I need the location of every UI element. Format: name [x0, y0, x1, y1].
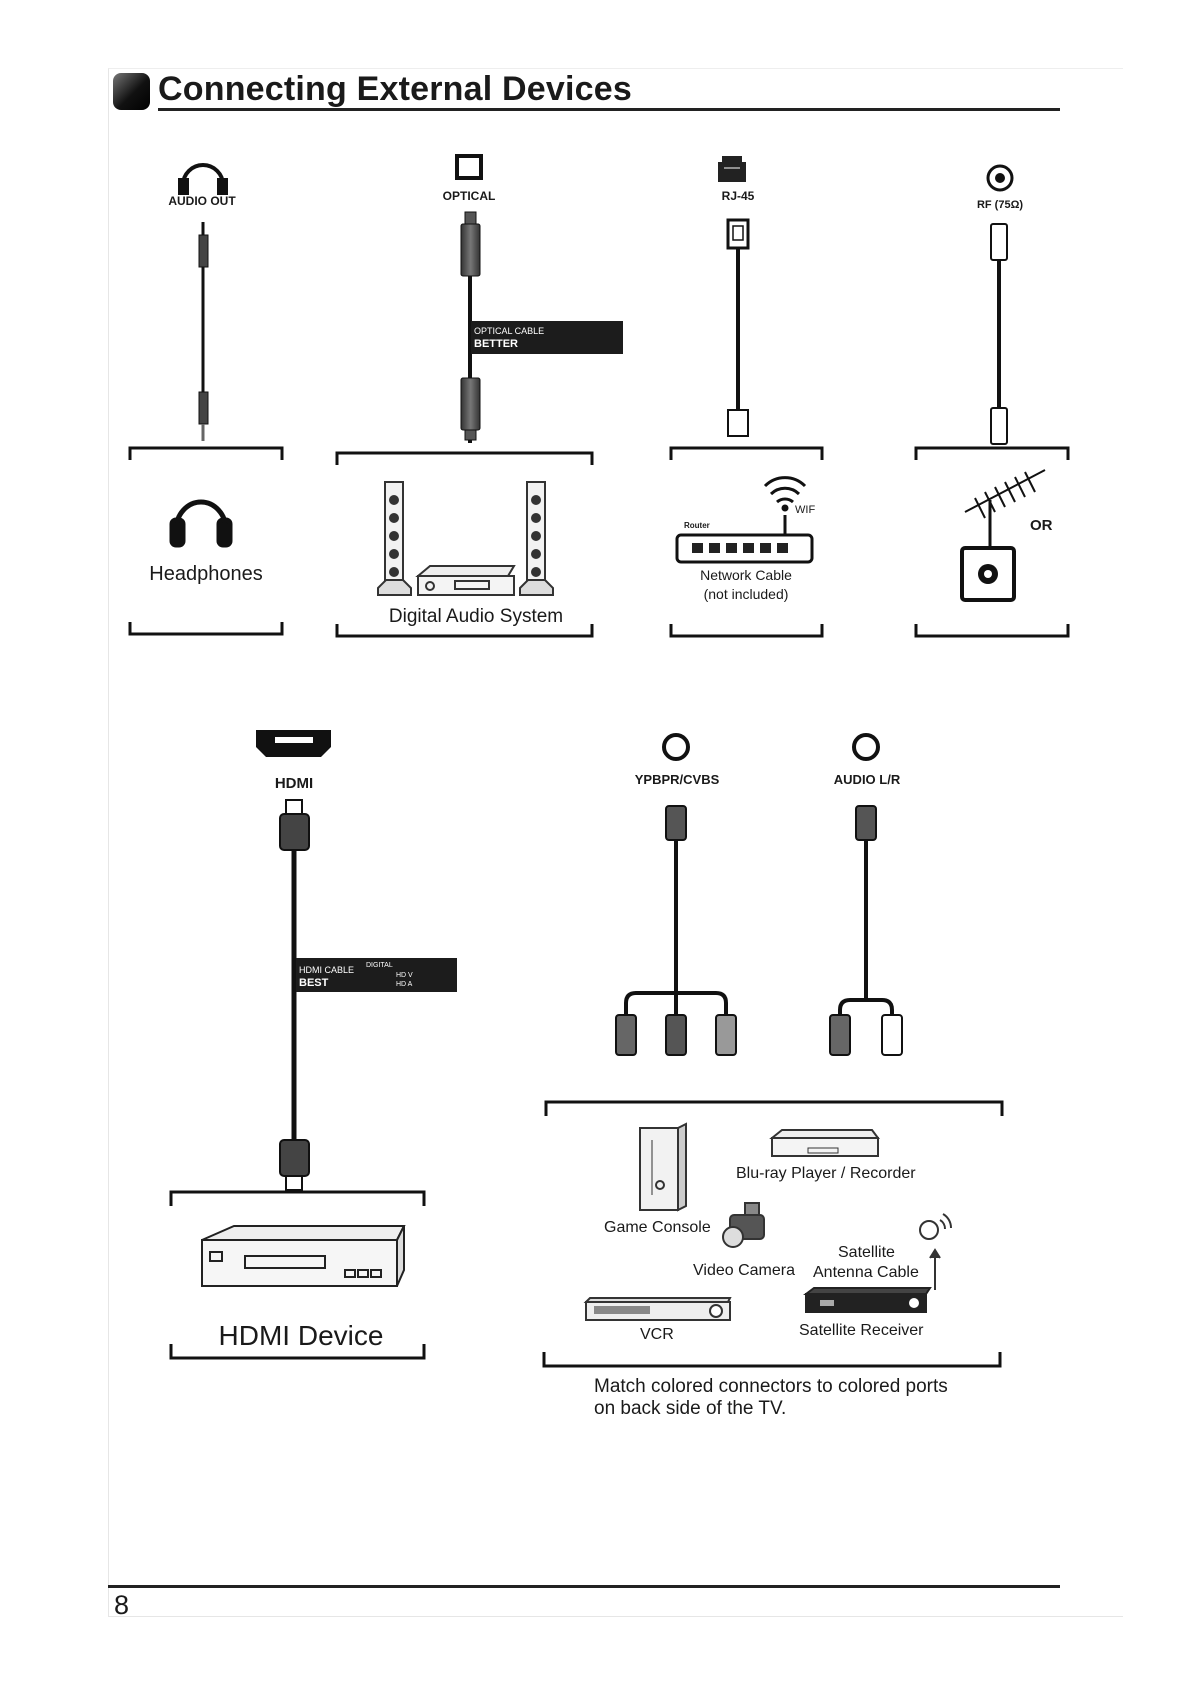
- hdmi-device-icon: [201, 1225, 406, 1287]
- av-bracket-top: [544, 1100, 1004, 1116]
- headphones-bracket-top: [128, 446, 284, 460]
- digital-audio-bracket-bottom: [335, 624, 594, 638]
- hdmi-port-icon: [256, 730, 331, 757]
- antenna-icon: [964, 469, 1046, 548]
- example-satellite: Satellite: [838, 1244, 895, 1261]
- headphone-cable: [198, 222, 209, 441]
- hdmi-bracket-bottom: [169, 1344, 426, 1360]
- title-rule: [158, 108, 1060, 111]
- speaker-right-icon: [519, 481, 554, 596]
- example-game-console: Game Console: [604, 1219, 711, 1236]
- rf-bracket-top: [914, 446, 1070, 460]
- example-bluray-player: Blu-ray Player / Recorder: [736, 1165, 916, 1182]
- hdmi-cable-tag: HDMI CABLE BEST DIGITAL HD V HD A: [296, 958, 457, 992]
- optical-cable: [460, 211, 481, 443]
- example-video-camera: Video Camera: [693, 1262, 795, 1279]
- ethernet-port-icon: [718, 156, 746, 182]
- ypbpr-port-icon: [662, 733, 690, 761]
- av-bracket-bottom: [542, 1352, 1002, 1368]
- network-bracket-top: [669, 446, 824, 460]
- device-label-headphones: Headphones: [149, 563, 263, 585]
- port-label-audio-lr: AUDIO L/R: [833, 772, 901, 787]
- page-number: 8: [114, 1590, 130, 1620]
- network-bracket-bottom: [669, 624, 824, 638]
- wifi-icon: [763, 476, 807, 512]
- page-frame: [108, 68, 1123, 1617]
- wall-socket-icon: [960, 546, 1016, 602]
- rf-bracket-bottom: [914, 624, 1070, 638]
- port-label-audio-out: AUDIO OUT: [168, 194, 236, 208]
- device-label-network-cable: Network Cable: [700, 567, 792, 583]
- satellite-dish-icon: [919, 1213, 953, 1290]
- audio-lr-port-icon: [852, 733, 880, 761]
- color-match-note-line-2: on back side of the TV.: [594, 1398, 787, 1419]
- port-label-hdmi: HDMI: [274, 775, 314, 792]
- example-satellite-receiver: Satellite Receiver: [799, 1322, 924, 1339]
- wifi-label: WIF: [795, 504, 816, 516]
- hdmi-cable-tag-spec-digital: DIGITAL: [366, 962, 393, 969]
- color-match-note-line-1: Match colored connectors to colored port…: [594, 1376, 948, 1397]
- hdmi-cable: [279, 799, 310, 1191]
- section-marker-icon: [113, 73, 150, 110]
- optical-cable-tag-rating: BETTER: [474, 338, 518, 350]
- example-vcr: VCR: [640, 1326, 674, 1343]
- coax-cable: [990, 223, 1008, 445]
- component-cable: [615, 805, 737, 1056]
- av-receiver-icon: [415, 565, 516, 596]
- audio-lr-cable: [829, 805, 903, 1056]
- digital-audio-bracket-top: [335, 451, 594, 465]
- headphone-port-icon: [178, 163, 228, 195]
- port-label-rj45: RJ-45: [721, 189, 755, 203]
- port-label-rf: RF (75Ω): [976, 199, 1024, 211]
- speaker-left-icon: [377, 481, 412, 596]
- port-label-optical: OPTICAL: [442, 189, 496, 203]
- hdmi-cable-tag-type: HDMI CABLE: [299, 965, 355, 975]
- color-match-note: Match colored connectors to colored port…: [594, 1376, 948, 1420]
- bluray-player-icon: [769, 1129, 880, 1157]
- router-label: Router: [684, 521, 710, 530]
- video-camera-icon: [722, 1202, 765, 1248]
- device-label-not-included: (not included): [703, 586, 789, 602]
- hdmi-cable-tag-spec-audio: HD A: [396, 981, 413, 988]
- hdmi-cable-tag-rating: BEST: [299, 977, 329, 989]
- optical-cable-tag: OPTICAL CABLE BETTER: [471, 321, 623, 354]
- rf-port-icon: [986, 164, 1014, 192]
- hdmi-bracket-top: [169, 1190, 426, 1206]
- ethernet-cable: [726, 218, 750, 437]
- game-console-icon: [639, 1122, 687, 1212]
- vcr-icon: [583, 1297, 732, 1321]
- device-label-digital-audio-system: Digital Audio System: [388, 606, 564, 627]
- page-title: Connecting External Devices: [158, 70, 632, 108]
- footer-rule: [108, 1585, 1060, 1588]
- headphones-icon: [169, 499, 233, 548]
- satellite-receiver-icon: [803, 1287, 932, 1313]
- example-antenna-cable: Antenna Cable: [813, 1264, 919, 1281]
- rf-or-label: OR: [1030, 517, 1053, 534]
- optical-port-icon: [455, 154, 483, 180]
- router-icon: [675, 515, 814, 564]
- hdmi-cable-tag-spec-video: HD V: [396, 972, 413, 979]
- optical-cable-tag-type: OPTICAL CABLE: [474, 326, 545, 336]
- headphones-bracket-bottom: [128, 622, 284, 636]
- device-label-hdmi-device: HDMI Device: [218, 1320, 384, 1351]
- port-label-ypbpr-cvbs: YPBPR/CVBS: [634, 772, 720, 787]
